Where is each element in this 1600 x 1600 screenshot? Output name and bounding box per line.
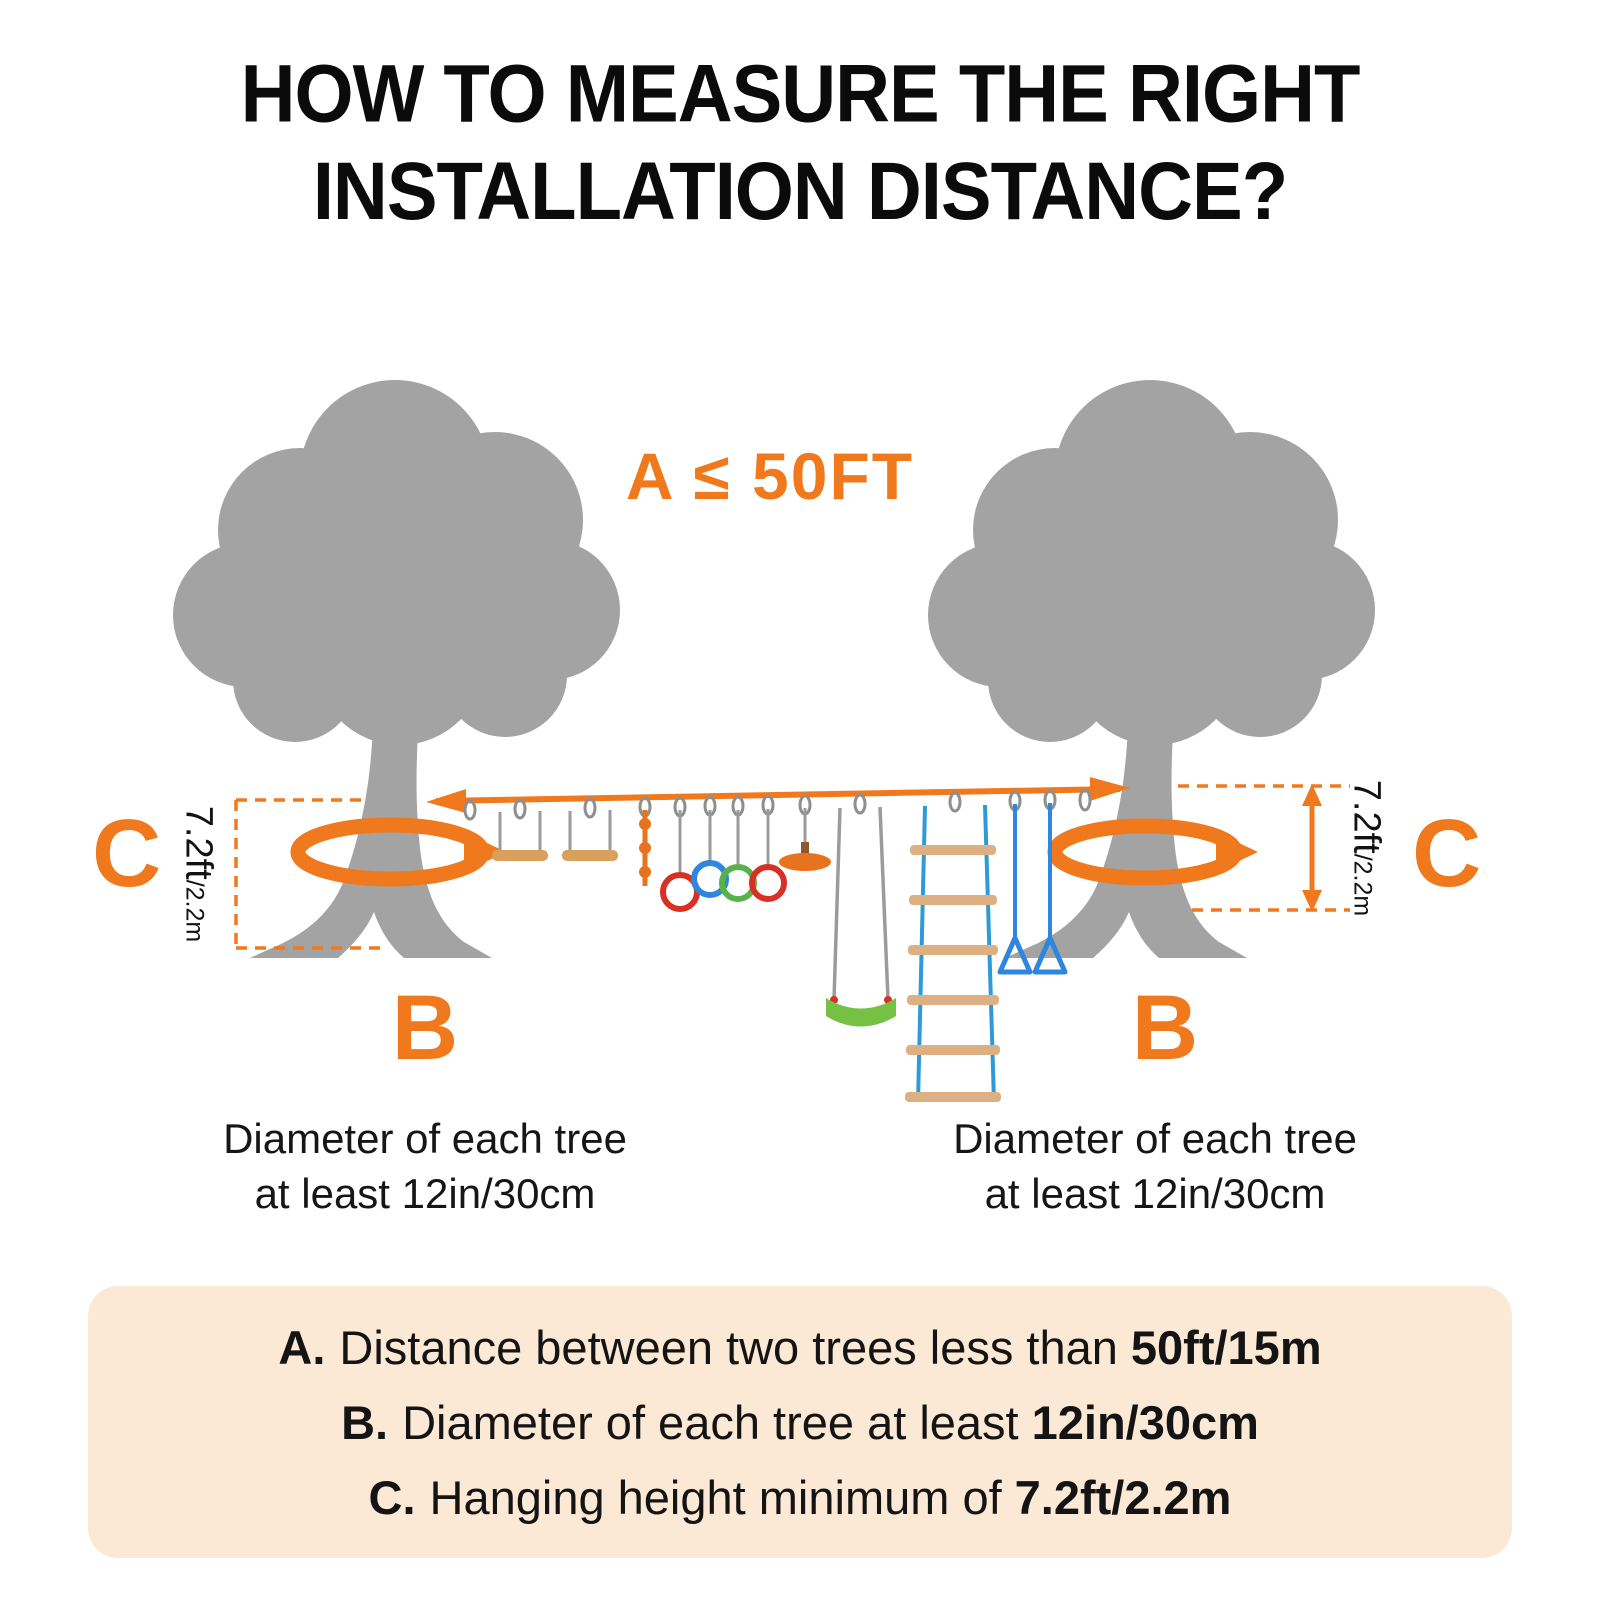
triangle-handles-icon <box>997 803 1068 975</box>
legend-line-b-value: 12in/30cm <box>1031 1395 1259 1449</box>
height-value-left-sub: /2.2m <box>180 879 209 943</box>
span-arrow-icon <box>426 777 1130 813</box>
legend-line-a-text: Distance between two trees less than <box>339 1320 1118 1374</box>
tree-caption-right-line2: at least 12in/30cm <box>984 1169 1326 1217</box>
diameter-b-label-left: B <box>391 977 459 1079</box>
tree-caption-left-line1: Diameter of each tree <box>223 1115 627 1162</box>
disc-swing-icon <box>779 808 831 871</box>
height-value-left-main: 7.2ft <box>177 805 220 880</box>
page-title-line2: INSTALLATION DISTANCE? <box>312 145 1288 237</box>
page-title-line1: HOW TO MEASURE THE RIGHT <box>240 48 1361 140</box>
obstacle-course-illustration <box>463 788 1092 1103</box>
height-c-label-left: C <box>92 800 162 907</box>
height-value-right-sub: /2.2m <box>1348 853 1377 917</box>
tree-caption-left-line2: at least 12in/30cm <box>254 1169 596 1217</box>
height-bracket-right-icon <box>1178 784 1350 912</box>
rope-ladder-icon <box>905 804 1001 1103</box>
height-value-left: 7.2ft/2.2m <box>177 806 220 942</box>
height-value-right-main: 7.2ft <box>1345 779 1388 854</box>
knotted-rope-icon <box>639 810 651 886</box>
rotation-arrow-left-icon <box>290 817 506 887</box>
gym-rings-icon <box>660 809 787 912</box>
swing-icon <box>826 806 896 1027</box>
tree-caption-right-line1: Diameter of each tree <box>953 1115 1357 1162</box>
legend-line-a-value: 50ft/15m <box>1130 1320 1322 1374</box>
diameter-b-label-right: B <box>1131 977 1199 1079</box>
legend-line-c-text: Hanging height minimum of <box>429 1470 1002 1524</box>
tree-caption-left: Diameter of each tree at least 12in/30cm <box>155 1112 695 1221</box>
legend-line-b-prefix: B. <box>341 1395 389 1449</box>
height-value-right: 7.2ft/2.2m <box>1345 780 1388 916</box>
legend-line-b-text: Diameter of each tree at least <box>402 1395 1019 1449</box>
height-c-label-right: C <box>1412 800 1482 907</box>
legend-line-c-prefix: C. <box>368 1470 416 1524</box>
rotation-arrow-right-icon <box>1047 818 1258 886</box>
legend-line-a-prefix: A. <box>278 1320 326 1374</box>
page-title: HOW TO MEASURE THE RIGHT INSTALLATION DI… <box>0 46 1600 240</box>
legend-line-c-value: 7.2ft/2.2m <box>1014 1470 1232 1524</box>
tree-caption-right: Diameter of each tree at least 12in/30cm <box>885 1112 1425 1221</box>
monkey-bar-icon <box>492 810 618 861</box>
height-bracket-left-icon <box>234 798 380 950</box>
distance-a-label: A ≤ 50FT <box>625 439 915 513</box>
